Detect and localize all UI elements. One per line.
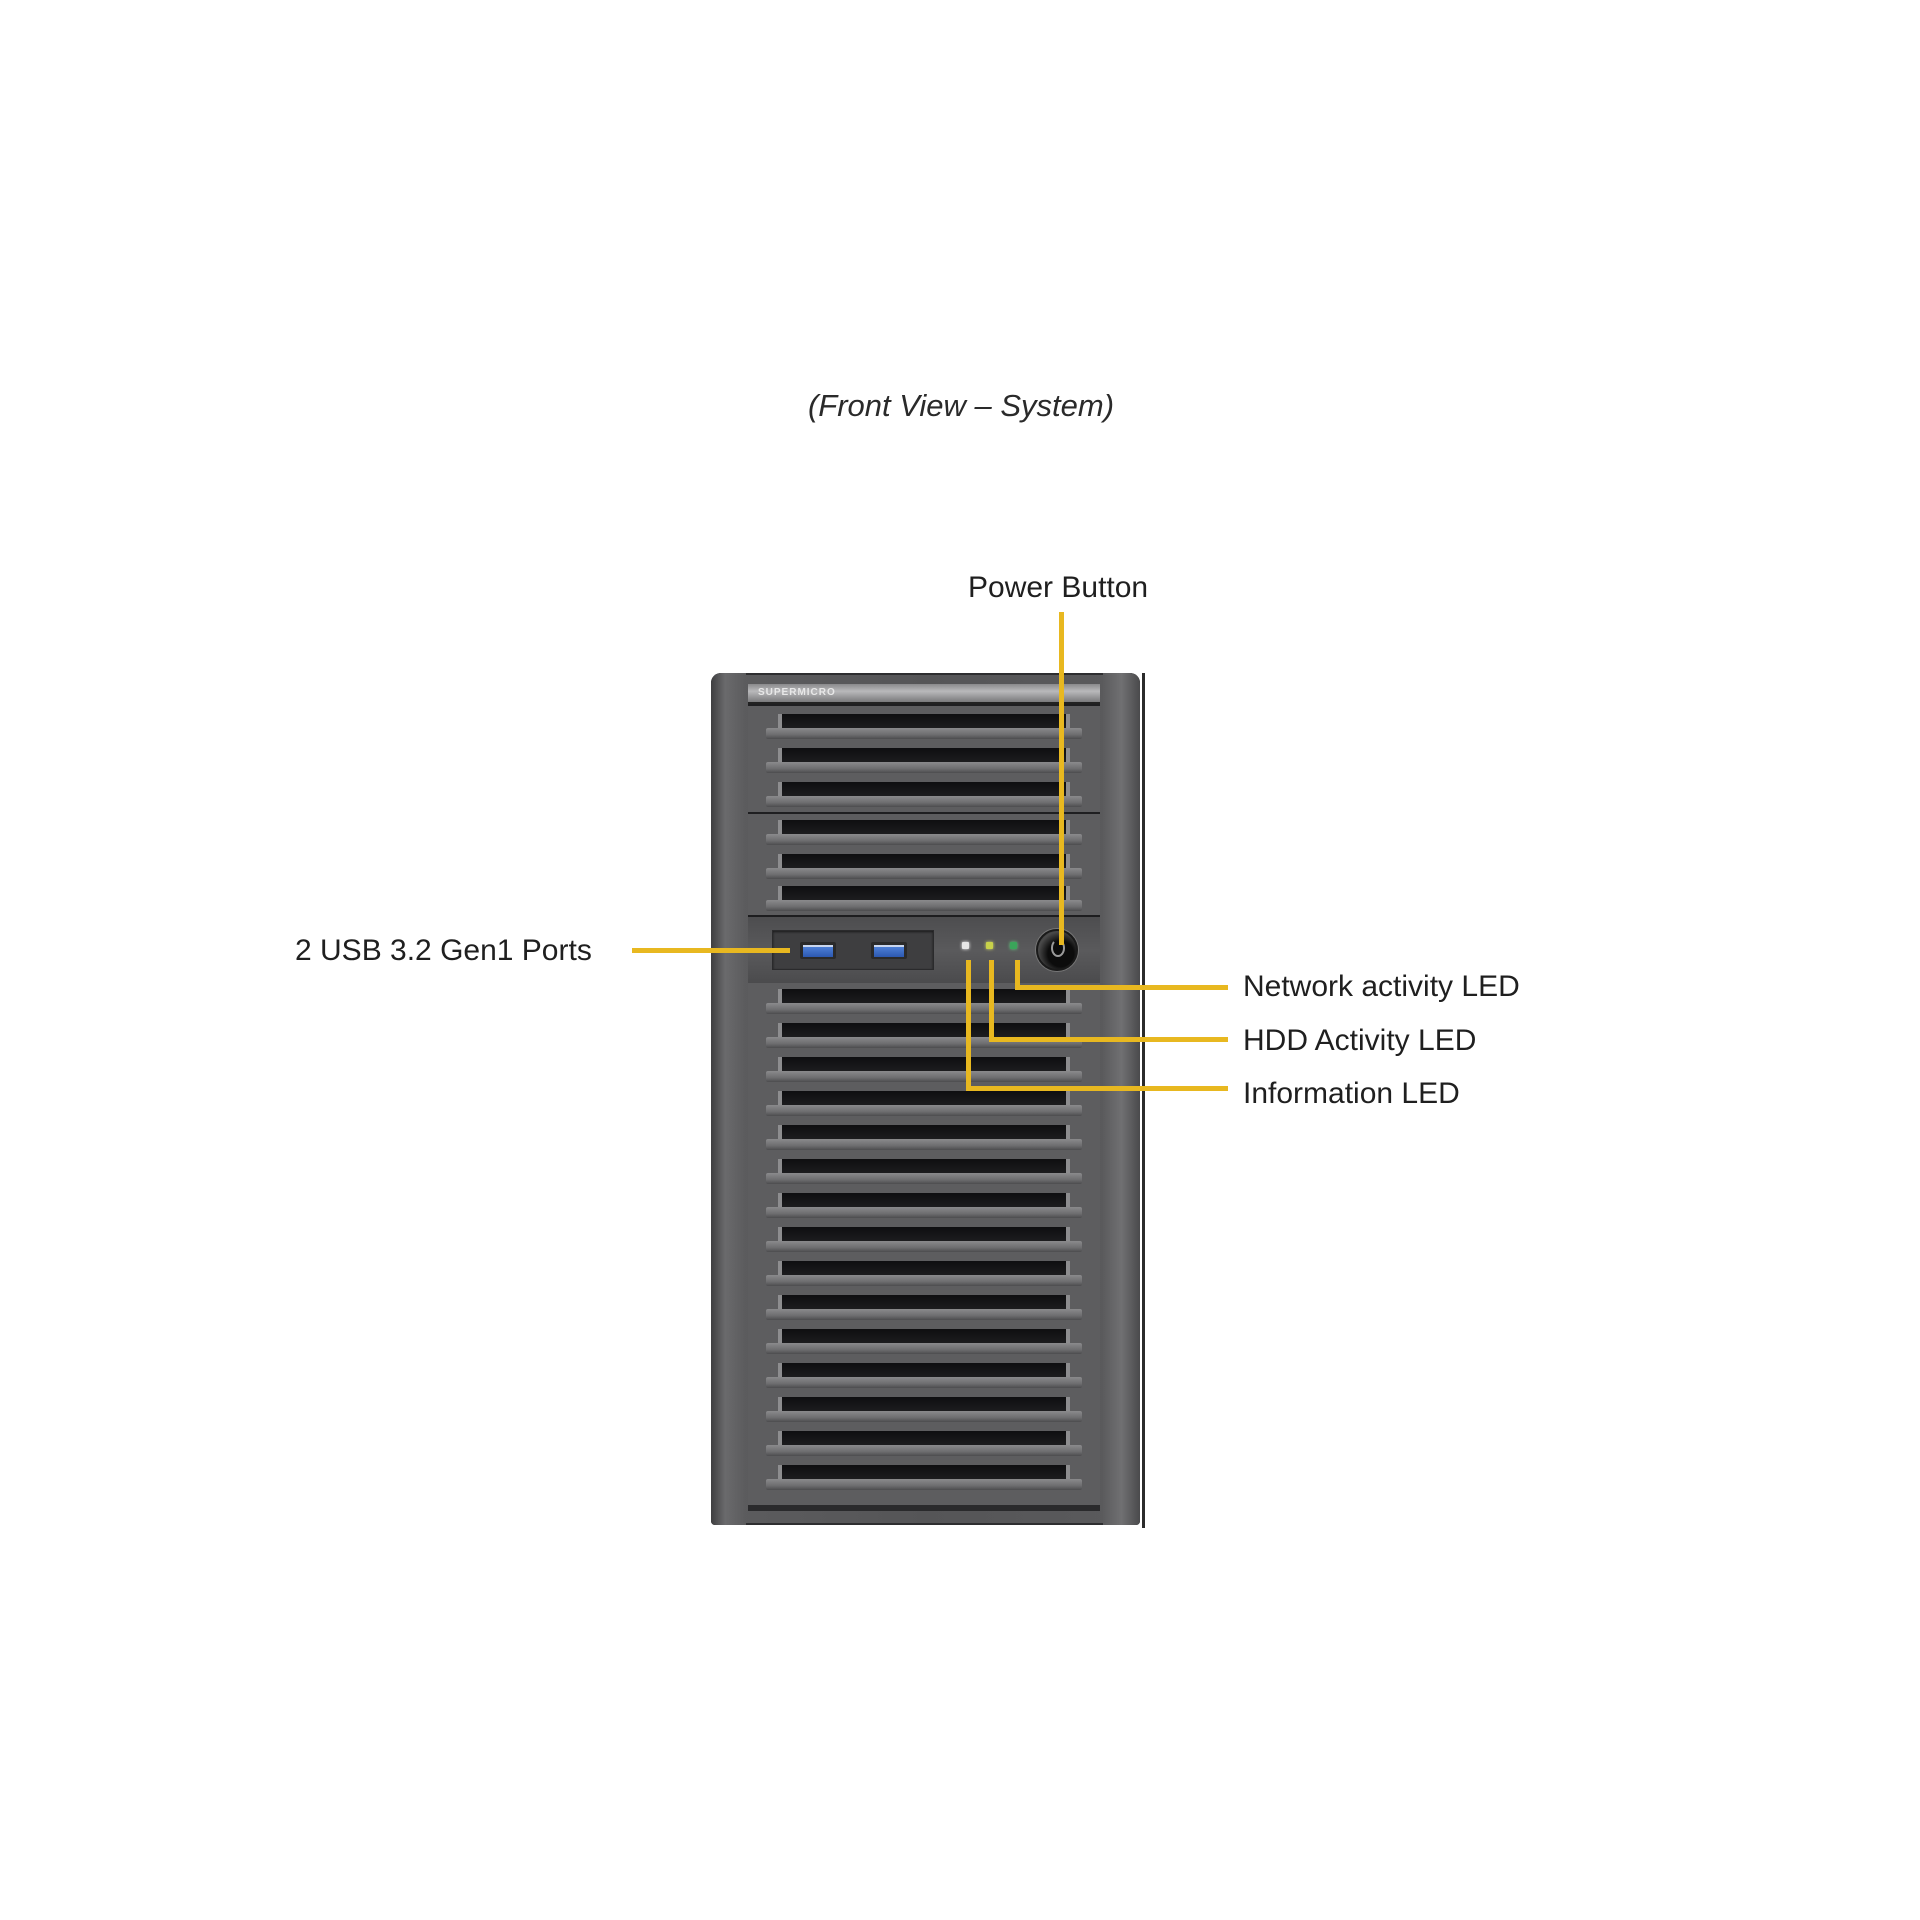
usb-icon: [874, 945, 904, 957]
hdd-led-leader-v: [989, 960, 994, 1042]
vent-slat: [766, 1087, 1082, 1120]
info-led-leader-h: [966, 1086, 1228, 1091]
caption-text: (Front View – System): [807, 388, 1115, 423]
power-button[interactable]: [1036, 929, 1078, 971]
power-button-label: Power Button: [968, 571, 1149, 604]
front-io-panel: [748, 915, 1100, 987]
usb-ports-label: 2 USB 3.2 Gen1 Ports: [295, 934, 592, 967]
vent-slat: [766, 1325, 1082, 1358]
vent-slat: [766, 778, 1082, 811]
usb-icon: [803, 945, 833, 957]
vent-slat: [766, 882, 1082, 915]
vent-slat: [766, 1155, 1082, 1188]
figure-caption: (Front View – System): [0, 388, 1920, 424]
power-icon: [1051, 939, 1065, 957]
vent-slat: [766, 1257, 1082, 1290]
usb-port-panel: [772, 930, 934, 970]
drive-bay-1: [748, 704, 1100, 814]
network-activity-led: [1010, 942, 1017, 949]
vent-slat: [766, 744, 1082, 777]
vent-slat: [766, 710, 1082, 743]
information-led: [962, 942, 969, 949]
network-led-leader-v: [1015, 960, 1020, 990]
vent-slat: [766, 1053, 1082, 1086]
vent-slat: [766, 850, 1082, 883]
chassis-right-rail: [1103, 673, 1140, 1525]
usb-port-2[interactable]: [871, 942, 907, 959]
vent-slat: [766, 1427, 1082, 1460]
front-vent-panel: [748, 983, 1100, 1506]
vent-slat: [766, 1189, 1082, 1222]
drive-bay-2: [748, 812, 1100, 916]
hdd-led-label: HDD Activity LED: [1243, 1024, 1477, 1057]
vent-slat: [766, 1121, 1082, 1154]
hdd-activity-led: [986, 942, 993, 949]
info-led-label: Information LED: [1243, 1077, 1460, 1110]
brand-strip: SUPERMICRO: [748, 684, 1100, 704]
chassis-side-edge: [1142, 673, 1145, 1528]
vent-slat: [766, 1223, 1082, 1256]
vent-slat: [766, 985, 1082, 1018]
power-button-leader: [1059, 612, 1064, 945]
panel-bottom-edge: [748, 1505, 1100, 1511]
network-led-leader-h: [1015, 985, 1228, 990]
brand-logo: SUPERMICRO: [758, 687, 836, 698]
vent-slat: [766, 1359, 1082, 1392]
vent-slat: [766, 1393, 1082, 1426]
hdd-led-leader-h: [989, 1037, 1228, 1042]
vent-slat: [766, 816, 1082, 849]
usb-leader: [632, 948, 790, 953]
vent-slat: [766, 1291, 1082, 1324]
vent-slat: [766, 1019, 1082, 1052]
network-led-label: Network activity LED: [1243, 970, 1520, 1003]
usb-port-1[interactable]: [800, 942, 836, 959]
vent-slat: [766, 1461, 1082, 1494]
info-led-leader-v: [966, 960, 971, 1091]
chassis-left-rail: [711, 673, 746, 1525]
